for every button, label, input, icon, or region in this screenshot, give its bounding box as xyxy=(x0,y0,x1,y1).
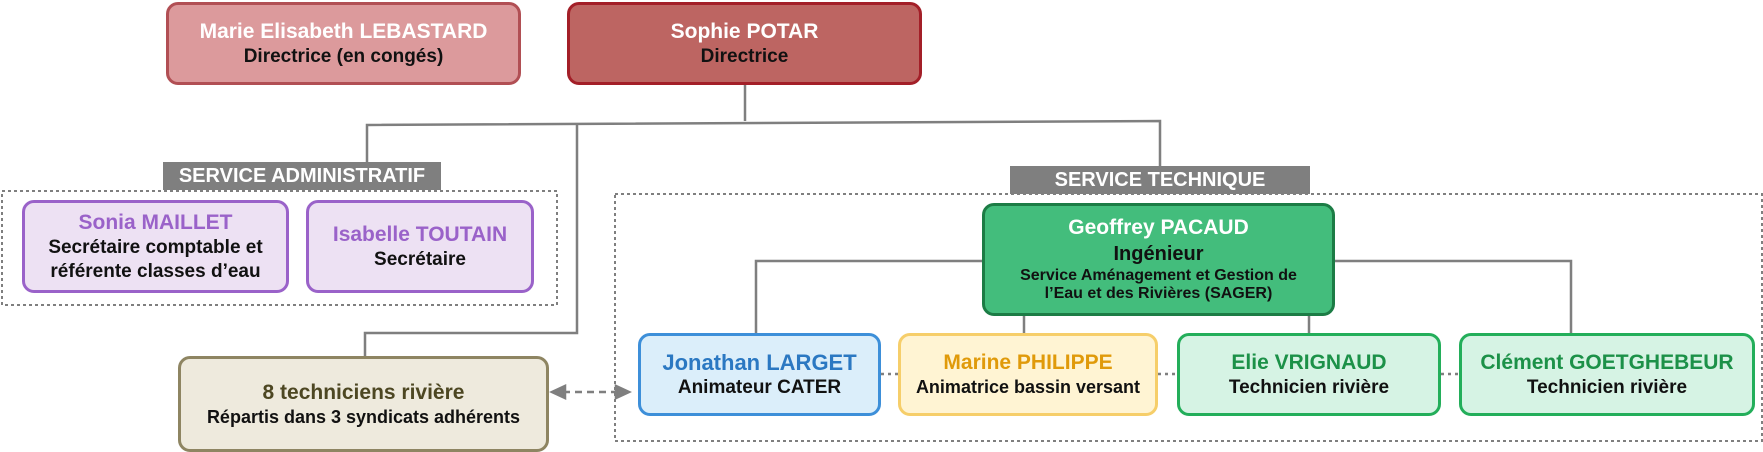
connector-techniciens-branch xyxy=(363,125,579,356)
geoffrey-pacaud-box: Geoffrey PACAUD Ingénieur Service Aménag… xyxy=(982,203,1335,316)
isabelle-toutain-box: Isabelle TOUTAIN Secrétaire xyxy=(306,200,534,293)
river-technicians-subtitle: Répartis dans 3 syndicats adhérents xyxy=(206,406,521,427)
arrow-head-right xyxy=(614,384,632,400)
geoffrey-name: Geoffrey PACAUD xyxy=(1068,216,1249,240)
jonathan-name: Jonathan LARGET xyxy=(662,349,857,375)
isabelle-role: Secrétaire xyxy=(374,248,466,270)
marine-name: Marine PHILIPPE xyxy=(943,351,1113,375)
sonia-role-line1: Secrétaire comptable et xyxy=(48,236,263,258)
connector-main-bus xyxy=(365,119,1162,166)
isabelle-name: Isabelle TOUTAIN xyxy=(332,222,508,246)
clement-name: Clément GOETGHEBEUR xyxy=(1480,350,1734,374)
sonia-name: Sonia MAILLET xyxy=(78,210,233,234)
service-administratif-header: SERVICE ADMINISTRATIF xyxy=(163,162,441,190)
tech-group-frame xyxy=(614,193,1763,442)
elie-name: Elie VRIGNAUD xyxy=(1231,350,1387,374)
elie-vrignaud-box: Elie VRIGNAUD Technicien rivière xyxy=(1177,333,1441,416)
jonathan-larget-box: Jonathan LARGET Animateur CATER xyxy=(638,333,881,416)
service-technique-header: SERVICE TECHNIQUE xyxy=(1010,166,1310,194)
geoffrey-unit-line1: Service Aménagement et Gestion de xyxy=(1020,266,1297,284)
connector-right-branch xyxy=(1335,259,1573,333)
director-on-leave-name: Marie Elisabeth LEBASTARD xyxy=(199,19,488,43)
sonia-role-line2: référente classes d’eau xyxy=(50,260,261,282)
clement-role: Technicien rivière xyxy=(1526,376,1688,398)
director-name: Sophie POTAR xyxy=(670,19,819,43)
geoffrey-unit-line2: l’Eau et des Rivières (SAGER) xyxy=(1044,285,1273,303)
admin-group-frame xyxy=(1,190,558,306)
connector-left-branch xyxy=(754,259,982,333)
geoffrey-role: Ingénieur xyxy=(1113,242,1204,265)
river-technicians-title: 8 techniciens rivière xyxy=(262,380,465,404)
marine-philippe-box: Marine PHILIPPE Animatrice bassin versan… xyxy=(898,333,1158,416)
director-box: Sophie POTAR Directrice xyxy=(567,2,922,85)
jonathan-role: Animateur CATER xyxy=(677,377,842,399)
director-role: Directrice xyxy=(700,45,789,67)
director-on-leave-role: Directrice (en congés) xyxy=(243,45,444,67)
river-technicians-box: 8 techniciens rivière Répartis dans 3 sy… xyxy=(178,356,549,452)
clement-goetghebeur-box: Clément GOETGHEBEUR Technicien rivière xyxy=(1459,333,1755,416)
sonia-maillet-box: Sonia MAILLET Secrétaire comptable et ré… xyxy=(22,200,289,293)
director-on-leave-box: Marie Elisabeth LEBASTARD Directrice (en… xyxy=(166,2,521,85)
marine-role: Animatrice bassin versant xyxy=(915,377,1141,398)
arrow-head-left xyxy=(549,384,567,400)
elie-role: Technicien rivière xyxy=(1228,376,1390,398)
